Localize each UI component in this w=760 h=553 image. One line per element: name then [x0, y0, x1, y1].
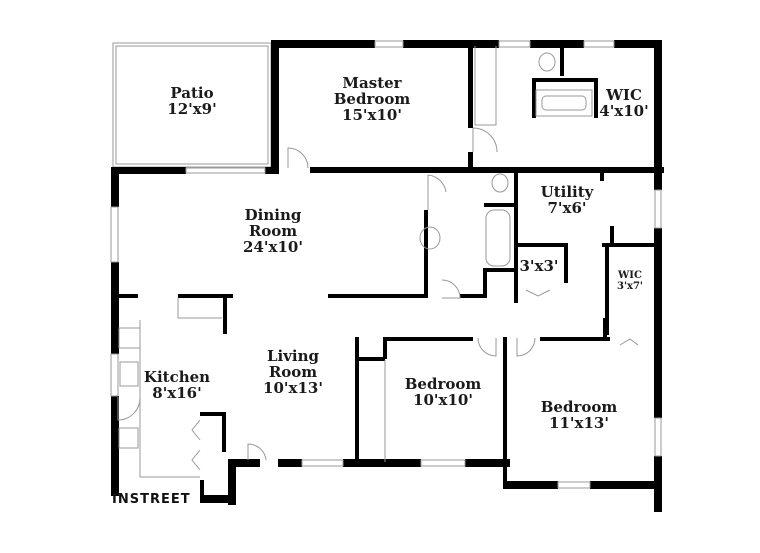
walls	[111, 40, 664, 512]
room-label-master-bedroom: Master Bedroom 15'x10'	[333, 74, 411, 124]
room-size: 8'x16'	[152, 383, 202, 402]
room-size: 24'x10'	[243, 237, 303, 256]
room-size: 3'x3'	[519, 257, 559, 275]
room-name: Bedroom	[540, 398, 618, 416]
room-label-bedroom-1: Bedroom 10'x10'	[404, 375, 482, 409]
room-label-dining-room: Dining Room 24'x10'	[243, 206, 303, 256]
windows	[110, 40, 662, 489]
room-name: Room	[248, 221, 298, 240]
room-label-living-room: Living Room 10'x13'	[263, 347, 323, 397]
room-size: 10'x13'	[263, 378, 323, 397]
room-name: Dining	[244, 206, 302, 224]
room-size: 11'x13'	[549, 413, 609, 432]
room-name: Living	[266, 347, 320, 365]
room-label-patio: Patio 12'x9'	[167, 84, 217, 118]
room-size: 15'x10'	[342, 105, 402, 124]
watermark: INSTREET	[112, 492, 191, 507]
room-name: WIC	[618, 270, 642, 281]
room-name: Utility	[540, 183, 594, 201]
room-size: 10'x10'	[413, 390, 473, 409]
room-label-wic-hall: WIC 3'x7'	[616, 270, 644, 292]
room-name: WIC	[606, 86, 642, 104]
room-size: 4'x10'	[599, 101, 649, 120]
room-size: 7'x6'	[547, 198, 587, 217]
room-size: 3'x7'	[616, 280, 644, 292]
room-label-utility: Utility 7'x6'	[540, 183, 594, 217]
room-name: Patio	[170, 84, 214, 102]
room-name: Bedroom	[333, 89, 411, 108]
doors-fixtures	[117, 46, 639, 478]
room-name: Bedroom	[404, 375, 482, 393]
room-label-kitchen: Kitchen 8'x16'	[143, 368, 211, 402]
room-name: Room	[268, 362, 318, 381]
room-label-wic-master: WIC 4'x10'	[599, 86, 649, 120]
room-name: Master	[342, 74, 402, 92]
room-label-closet: 3'x3'	[519, 257, 559, 275]
room-size: 12'x9'	[167, 99, 217, 118]
room-name: Kitchen	[143, 368, 211, 386]
room-label-bedroom-2: Bedroom 11'x13'	[540, 398, 618, 432]
